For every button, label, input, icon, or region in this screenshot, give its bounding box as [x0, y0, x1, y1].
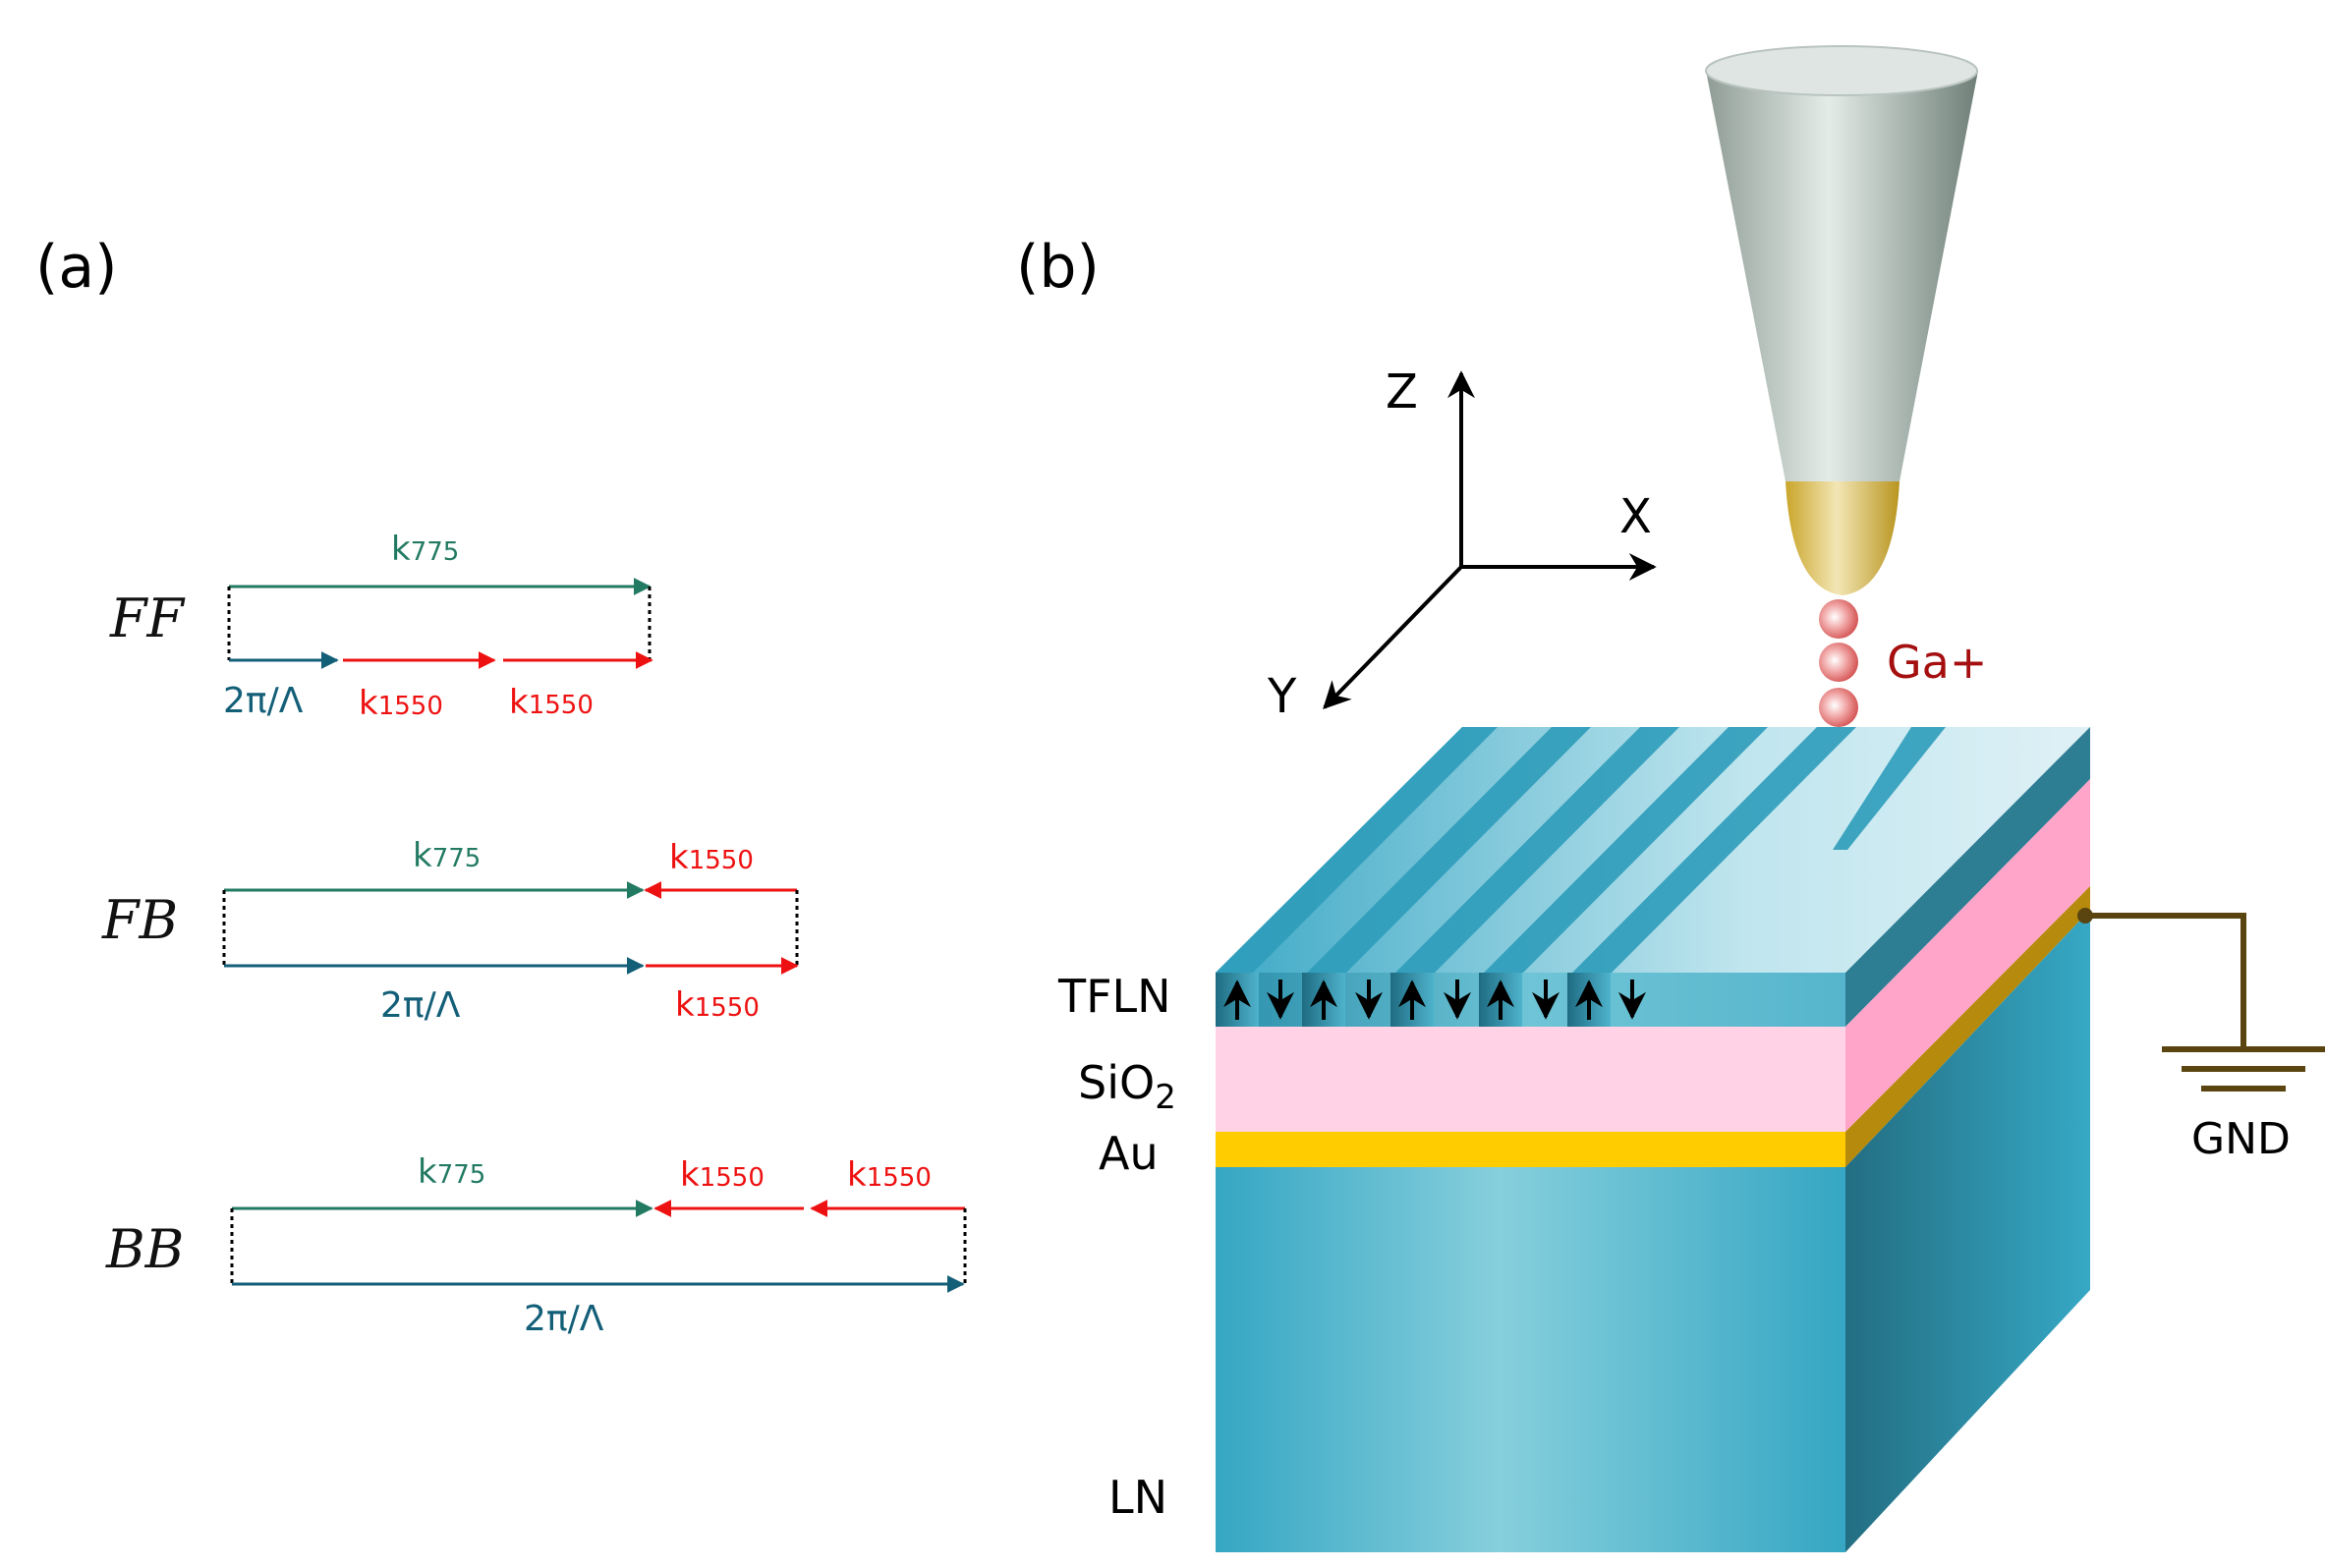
- poling-arrows: [1223, 980, 1646, 1020]
- side-au: [1845, 886, 2090, 1167]
- bb-k775-label: k775: [418, 1152, 485, 1192]
- panel-a-label: (a): [35, 233, 118, 302]
- tip-body: [1706, 71, 1978, 481]
- tip-gold-end: [1786, 481, 1900, 595]
- ga-ion-label: Ga+: [1887, 636, 1987, 689]
- ff-k775-label: k775: [391, 530, 459, 569]
- z-axis-label: Z: [1386, 364, 1418, 420]
- y-axis-label: Y: [1267, 669, 1297, 724]
- fb-k775-label: k775: [413, 836, 481, 875]
- bb-k1550-label-2: k1550: [847, 1155, 932, 1195]
- bb-grating-label: 2π/Λ: [524, 1299, 604, 1339]
- x-axis-label: X: [1619, 489, 1652, 544]
- layer-labels: TFLN SiO2 Au LN: [1057, 970, 1176, 1524]
- row-fb-label: FB: [101, 889, 178, 951]
- au-label: Au: [1099, 1127, 1159, 1180]
- side-tfln: [1845, 727, 2090, 1027]
- side-sio2: [1845, 779, 2090, 1132]
- ga-ion: [1819, 599, 1858, 639]
- row-bb-label: BB: [105, 1218, 184, 1280]
- row-bb: BB k775 k1550 k1550 2π/Λ: [105, 1152, 967, 1339]
- side-ln: [1845, 910, 2090, 1552]
- ga-ion: [1819, 688, 1858, 727]
- front-ln: [1216, 1167, 1845, 1552]
- coordinate-axes: Z X Y: [1267, 364, 1657, 724]
- poling-stripes: [1216, 727, 1946, 973]
- front-sio2: [1216, 1027, 1845, 1132]
- fb-grating-label: 2π/Λ: [380, 985, 461, 1026]
- row-ff: FF k775 2π/Λ k1550 k1550: [109, 530, 653, 723]
- tip-top: [1705, 45, 1978, 96]
- ga-ion: [1819, 643, 1858, 682]
- device-block: [1216, 727, 2090, 1552]
- ground-connection: GND: [2077, 908, 2325, 1164]
- fb-k1550-label-1: k1550: [669, 838, 754, 877]
- tfln-label: TFLN: [1057, 970, 1171, 1023]
- y-axis-arrow: [1323, 565, 1463, 710]
- ff-k1550-label-1: k1550: [359, 684, 443, 723]
- ion-beam-tip: [1705, 45, 1978, 595]
- row-fb: FB k775 k1550 2π/Λ k1550: [101, 836, 799, 1026]
- sio2-label: SiO2: [1078, 1056, 1176, 1117]
- ff-k1550-label-2: k1550: [509, 683, 594, 722]
- ground-wire: [2085, 913, 2246, 1049]
- front-au: [1216, 1132, 1845, 1167]
- bb-k1550-label-1: k1550: [680, 1155, 765, 1195]
- ff-grating-label: 2π/Λ: [223, 681, 304, 721]
- fb-k1550-label-2: k1550: [675, 985, 760, 1025]
- ground-label: GND: [2191, 1114, 2291, 1164]
- row-ff-label: FF: [109, 588, 186, 649]
- ln-label: LN: [1108, 1471, 1167, 1524]
- panel-b-label: (b): [1016, 233, 1100, 302]
